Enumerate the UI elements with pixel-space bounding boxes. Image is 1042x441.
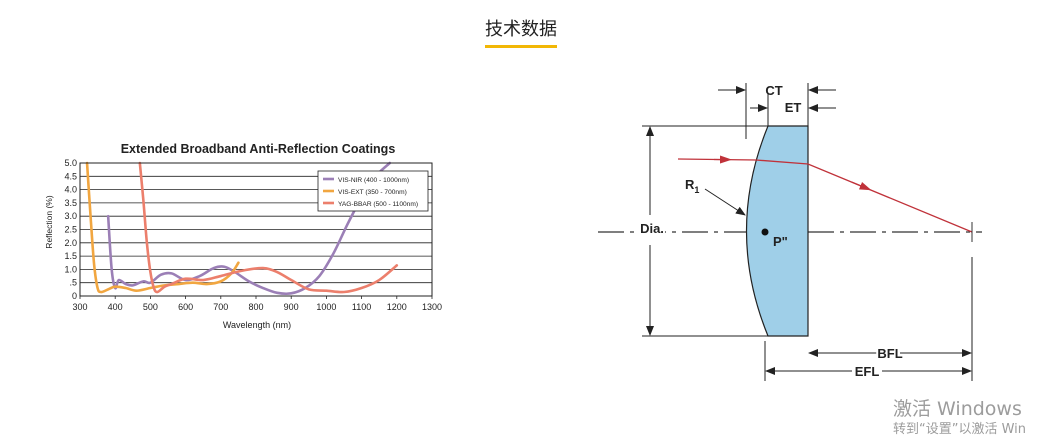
chart-series-line-1 [85,161,240,294]
watermark-line-1: 激活 Windows [893,398,1022,420]
ray-arrow-outgoing [851,181,872,191]
chart-legend-label: YAG-BBAR (500 - 1100nm) [338,201,418,208]
chart-ylabel: Reflection (%) [44,195,54,249]
chart-y-ticks: 0 .5 1.0 1.5 2.0 2.5 3.0 3.5 4.0 4.5 5.0 [64,158,77,301]
principal-point-dot [761,228,769,236]
page-heading-text: 技术数据 [485,18,557,48]
chart-series-line-0 [106,161,392,296]
radius-label-main: R [685,177,695,192]
chart-title: Extended Broadband Anti-Reflection Coati… [121,142,396,156]
chart-x-tick-label: 700 [213,302,228,312]
chart-y-tick-label: 0 [72,291,77,301]
dia-label: Dia. [640,221,664,236]
chart-legend-label: VIS-EXT (350 - 700nm) [338,189,407,196]
chart-x-tick-label: 400 [108,302,123,312]
chart-series-line-2 [138,161,399,294]
lens-body [745,125,809,337]
windows-activation-watermark: 激活 Windows 转到“设置”以激活 Win [893,398,1026,440]
chart-y-tick-label: .5 [69,278,77,288]
reflection-chart: Extended Broadband Anti-Reflection Coati… [44,142,442,330]
chart-x-tick-label: 900 [284,302,299,312]
chart-y-tick-label: 4.5 [64,171,77,181]
radius-label-subscript: 1 [694,185,699,195]
page-heading: 技术数据 [0,18,1042,48]
chart-y-tick-label: 3.5 [64,198,77,208]
chart-legend-box [317,170,429,212]
et-label: ET [785,100,802,115]
chart-y-tick-label: 4.0 [64,185,77,195]
chart-x-tick-label: 500 [143,302,158,312]
chart-x-tick-label: 600 [178,302,193,312]
chart-y-tick-label: 3.0 [64,211,77,221]
chart-y-tick-label: 2.0 [64,238,77,248]
chart-x-tick-label: 1300 [422,302,442,312]
chart-x-tick-label: 1000 [316,302,336,312]
radius-label: R1 [685,177,699,195]
chart-x-ticks: 300 400 500 600 700 800 900 1000 1100 1200 1300 [72,296,442,312]
watermark-line-2: 转到“设置”以激活 Win [893,422,1027,437]
chart-legend-label: VIS-NIR (400 - 1000nm) [338,177,409,184]
chart-legend: VIS-NIR (400 - 1000nm) VIS-EXT (350 - 700… [317,170,429,212]
chart-x-tick-label: 1100 [352,302,371,312]
principal-point-label: P" [773,234,788,249]
chart-y-tick-label: 1.0 [64,264,77,274]
chart-plot-frame [79,162,433,297]
chart-xlabel: Wavelength (nm) [223,320,291,330]
chart-y-tick-label: 5.0 [64,158,77,168]
radius-leader [704,188,746,216]
bfl-label: BFL [877,346,902,361]
chart-y-tick-label: 1.5 [64,251,77,261]
light-ray [677,158,973,233]
efl-label: EFL [855,364,880,379]
ct-label: CT [765,83,782,98]
lens-diagram: CT ET Dia. R1 P" BFL EFL [598,83,982,381]
chart-x-tick-label: 300 [72,302,87,312]
chart-y-tick-label: 2.5 [64,225,77,235]
chart-series-group [85,161,399,296]
chart-x-tick-label: 800 [248,302,263,312]
chart-x-tick-label: 1200 [387,302,407,312]
